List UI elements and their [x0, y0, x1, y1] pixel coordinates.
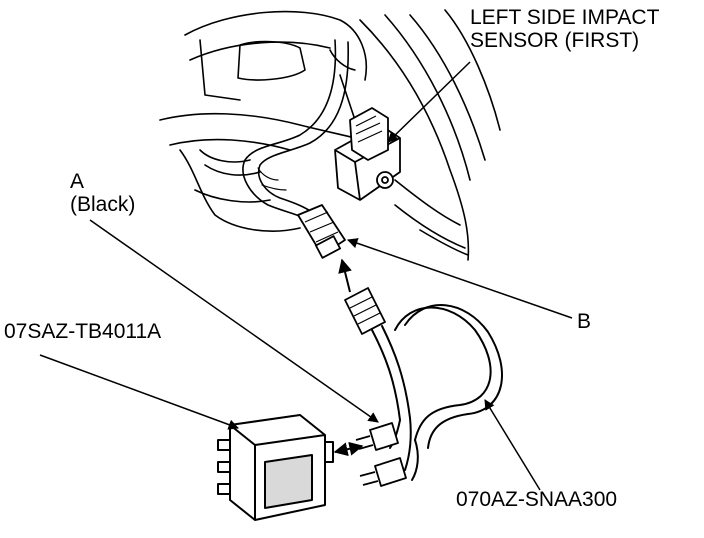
- tool-box-callout: 07SAZ-TB4011A: [4, 320, 161, 343]
- sensor-callout: LEFT SIDE IMPACT SENSOR (FIRST): [470, 6, 659, 52]
- connector-a-callout: A (Black): [70, 170, 135, 216]
- connector-b-leader: [347, 238, 573, 319]
- tool-box-callout-line1: 07SAZ-TB4011A: [4, 320, 162, 343]
- mating-arrow-icon: [338, 258, 352, 293]
- callout-leaders: [39, 61, 573, 491]
- harness-callout: 070AZ-SNAA300: [456, 488, 617, 511]
- sensor-callout-line2: SENSOR (FIRST): [470, 29, 640, 52]
- connector-a-callout-line2: (Black): [70, 193, 136, 216]
- harness-connector-icon: [344, 287, 386, 335]
- plug-arrow-icon: [333, 441, 364, 457]
- tool-box-leader: [39, 354, 239, 430]
- sensor-leader: [387, 61, 471, 143]
- plug-second-icon: [359, 457, 407, 487]
- connector-a-callout-line1: A: [70, 170, 85, 193]
- connector-b-callout: B: [577, 310, 591, 333]
- harness-leader: [484, 399, 541, 491]
- vehicle-connector-b-icon: [297, 204, 346, 259]
- sensor-callout-line1: LEFT SIDE IMPACT: [470, 6, 660, 29]
- test-box-icon: [217, 414, 334, 521]
- harness-cable-icon: [371, 304, 503, 481]
- vehicle-body-structure: [159, 9, 501, 261]
- vehicle-harness: [242, 39, 349, 221]
- impact-sensor-icon: [334, 107, 401, 201]
- harness-callout-line1: 070AZ-SNAA300: [456, 488, 618, 511]
- connector-b-callout-line1: B: [577, 310, 592, 333]
- connector-a-leader: [89, 219, 379, 423]
